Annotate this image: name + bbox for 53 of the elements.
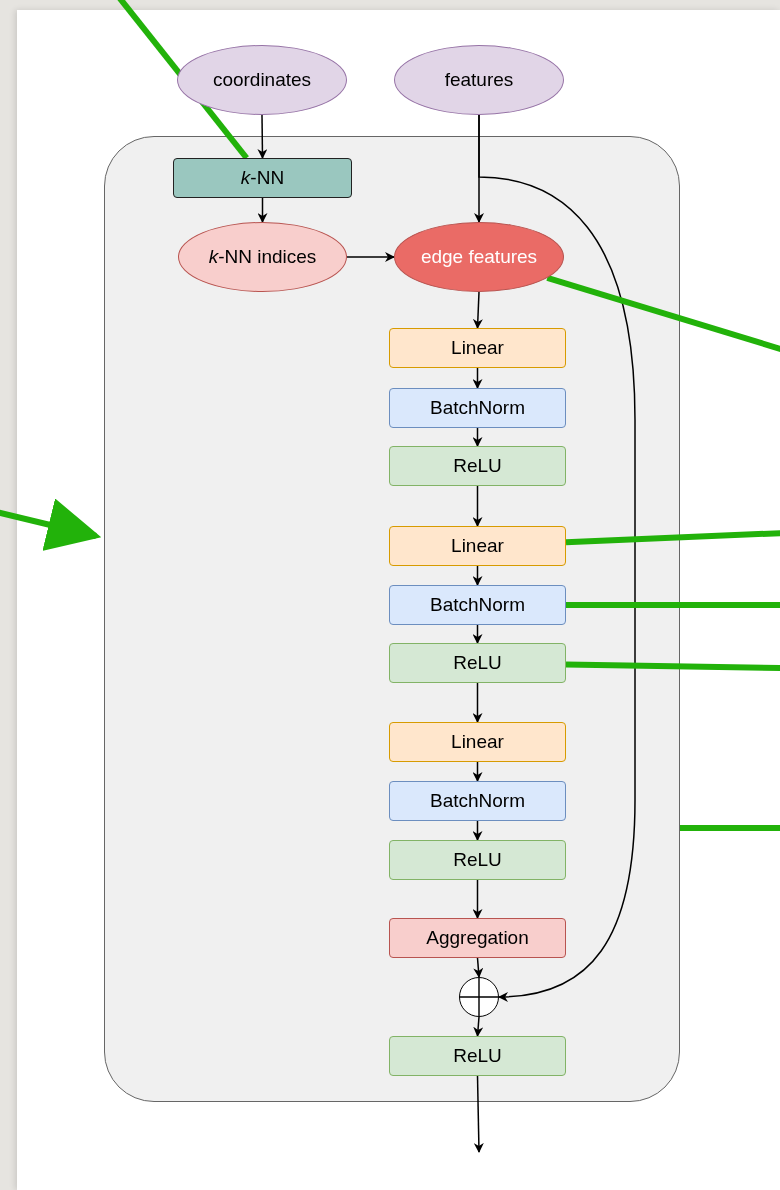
leader-line [566, 602, 780, 608]
arrow [472, 820, 483, 841]
node-label: Linear [451, 535, 504, 557]
layer-box [389, 388, 566, 428]
node-label: Linear [451, 337, 504, 359]
layer-box [389, 1036, 566, 1076]
layer-box [389, 585, 566, 625]
node-label: coordinates [212, 69, 312, 91]
node-label: ReLU [453, 849, 502, 871]
leader-line [565, 661, 780, 671]
arrow [257, 114, 268, 159]
layer-box [389, 526, 566, 566]
node-label: edge features [420, 246, 538, 268]
node-label: Aggregation [426, 927, 529, 949]
arrow [346, 252, 395, 262]
arrow [257, 197, 268, 223]
node-label: BatchNorm [430, 594, 525, 616]
pointer-arrow [0, 498, 102, 551]
process-box [173, 158, 352, 198]
node-label: k-NN indices [208, 246, 317, 268]
leader-line [680, 825, 780, 831]
node-label: ReLU [453, 1045, 502, 1067]
arrow [472, 427, 483, 447]
arrow [473, 1075, 484, 1153]
layer-box [389, 840, 566, 880]
module-panel [104, 136, 680, 1102]
sum-circle [459, 977, 499, 1017]
arrow [478, 114, 636, 1002]
layer-box [389, 918, 566, 958]
node-label: BatchNorm [430, 790, 525, 812]
node-label: Linear [451, 731, 504, 753]
node-label: k-NN [240, 167, 285, 189]
node-label: BatchNorm [430, 397, 525, 419]
arrow [472, 879, 483, 919]
arrow [472, 565, 483, 586]
node-label: ReLU [453, 652, 502, 674]
arrow [473, 1016, 484, 1037]
arrow [473, 957, 484, 978]
leader-line [565, 530, 780, 546]
leader-line [546, 274, 780, 353]
layer-box [389, 643, 566, 683]
arrow [472, 682, 483, 723]
arrow [472, 485, 483, 527]
layer-box [389, 781, 566, 821]
arrow [472, 367, 483, 389]
arrow [472, 291, 483, 329]
arrow [472, 761, 483, 782]
node-label: features [444, 69, 514, 91]
layer-box [389, 328, 566, 368]
layer-box [389, 722, 566, 762]
node-label: ReLU [453, 455, 502, 477]
arrow [472, 624, 483, 644]
layer-box [389, 446, 566, 486]
